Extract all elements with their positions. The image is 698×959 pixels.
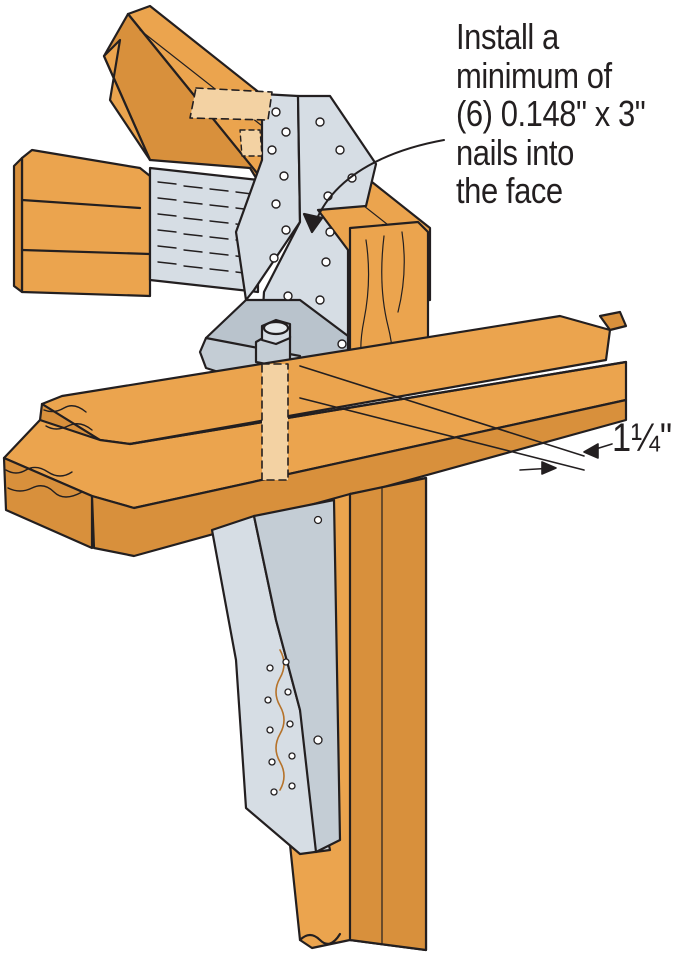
nailing-instruction-callout: Install a minimum of (6) 0.148" x 3" nai… [456, 16, 662, 211]
truss-plate [148, 166, 260, 294]
callout-line-2: minimum of [456, 54, 612, 96]
top-plate-back [12, 148, 152, 298]
callout-line-3: (6) 0.148" x 3" [456, 93, 646, 134]
callout-arrow [302, 139, 445, 234]
dimension-lines [299, 365, 613, 475]
anchor-bolt-nut [254, 318, 292, 368]
top-plate-front-face [90, 398, 628, 558]
callout-line-5: the face [456, 170, 563, 211]
callout-line-1: Install a [456, 16, 559, 57]
hidden-anchor-bolt [261, 363, 289, 481]
dimension-label: 1¼" [612, 416, 673, 460]
hidden-nail-outline [189, 87, 273, 157]
top-plate-upper-board [38, 310, 628, 454]
callout-line-4: nails into [456, 131, 574, 173]
strap-tie-lower [210, 498, 342, 856]
